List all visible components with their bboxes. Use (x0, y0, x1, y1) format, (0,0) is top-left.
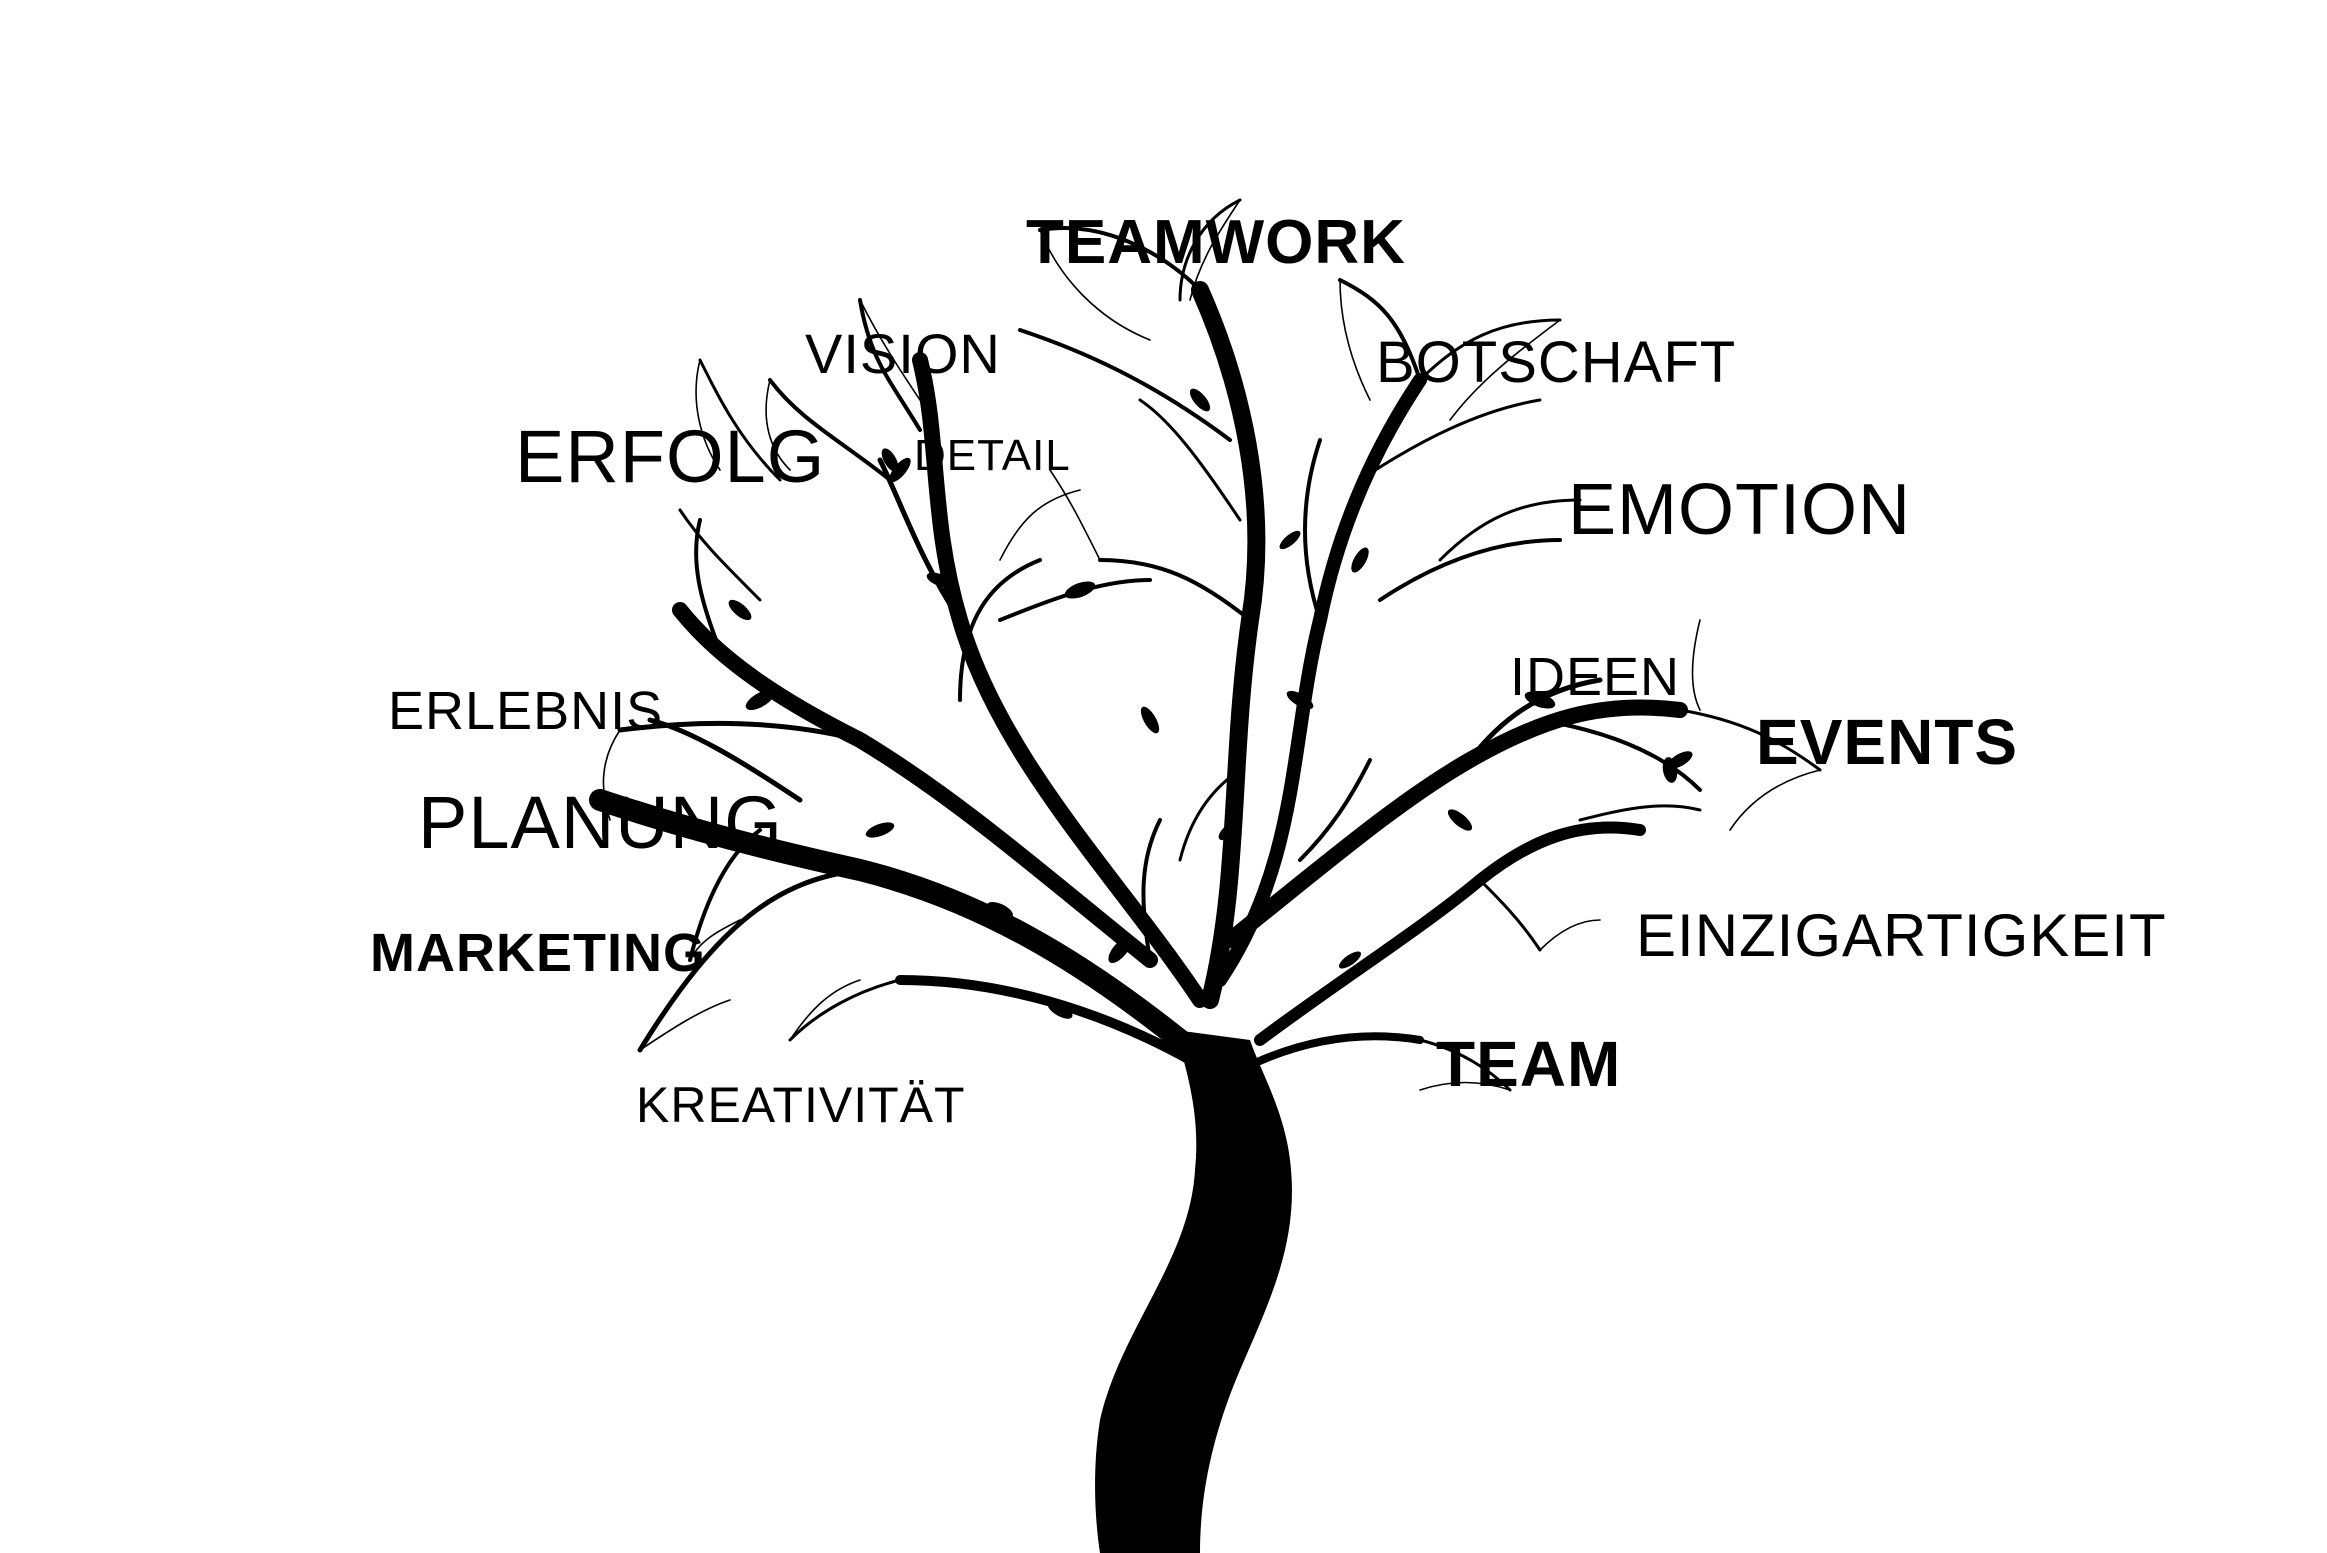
word-events: EVENTS (1756, 706, 2019, 778)
word-kreativitaet: KREATIVITÄT (636, 1077, 966, 1133)
word-erlebnis: ERLEBNIS (388, 681, 664, 741)
limb-lower-right (1236, 1032, 1424, 1074)
twig (1339, 279, 1371, 401)
leaf (1279, 530, 1301, 550)
limb-center (1191, 281, 1266, 1009)
word-einzigartigkeit: EINZIGARTIGKEIT (1636, 902, 2167, 969)
branch (1018, 328, 1232, 442)
branch (788, 978, 902, 1042)
branch (1338, 278, 1422, 382)
leaf (1047, 1001, 1073, 1019)
branch (1678, 708, 1822, 772)
branch (1138, 398, 1242, 522)
word-team: TEAM (1436, 1028, 1622, 1100)
branch (1578, 804, 1702, 822)
word-planung: PLANUNG (418, 781, 783, 864)
branch (958, 558, 1042, 702)
limb-left-low (589, 789, 1191, 1051)
twig (695, 359, 721, 471)
leaf (1338, 951, 1362, 969)
twig (1691, 619, 1701, 711)
word-botschaft: BOTSCHAFT (1376, 330, 1737, 395)
branch (1178, 768, 1242, 862)
limb-center-right (1213, 373, 1427, 987)
branch (1298, 758, 1372, 862)
twig (689, 919, 741, 961)
leaf (1447, 809, 1473, 831)
leaf (1524, 691, 1556, 709)
leaf (926, 572, 954, 588)
leaf (1351, 547, 1369, 573)
word-erfolg: ERFOLG (515, 415, 826, 498)
limb-right-mid (1222, 699, 1688, 948)
limb-right-low (1254, 821, 1646, 1046)
twig (1189, 199, 1241, 301)
leaf (728, 599, 752, 621)
twig (1419, 1081, 1511, 1091)
twig (1039, 229, 1151, 341)
limb-lower-left (895, 975, 1195, 1065)
branch (1538, 718, 1702, 792)
twig (1449, 319, 1561, 421)
leaf (1108, 936, 1132, 964)
twig (602, 729, 621, 821)
branch (637, 867, 863, 1053)
leaf (745, 689, 775, 711)
leaf (1140, 706, 1160, 734)
leaf (1189, 388, 1211, 412)
word-vision: VISION (805, 322, 1001, 385)
branch (1178, 198, 1242, 302)
branch (1478, 878, 1542, 952)
branch (1303, 438, 1322, 622)
branch (1098, 558, 1252, 622)
twig (1049, 469, 1101, 561)
branch (617, 720, 863, 743)
leaf (889, 457, 911, 483)
branch (1141, 818, 1162, 962)
branch (1418, 318, 1562, 382)
limb-left-mid (672, 602, 1158, 968)
branch (768, 378, 892, 482)
branch (1467, 677, 1603, 763)
leaf (1064, 581, 1096, 599)
leaf (865, 822, 895, 838)
leaf (881, 448, 899, 472)
branch (1378, 538, 1562, 602)
word-detail: DETAIL (914, 431, 1071, 480)
twig (1539, 919, 1601, 951)
leaf (1286, 690, 1314, 710)
trunk (1095, 1030, 1292, 1553)
twig (789, 979, 861, 1041)
branch (678, 508, 762, 602)
leaf (1218, 819, 1242, 841)
branch (877, 457, 963, 623)
twig (859, 299, 921, 401)
word-marketing: MARKETING (370, 923, 706, 983)
limb-center-left (912, 352, 1208, 1008)
branch (1418, 1038, 1512, 1092)
leaf (987, 901, 1013, 919)
leaf (1662, 757, 1678, 783)
word-ideen: IDEEN (1510, 647, 1681, 707)
branch (1358, 398, 1542, 482)
branch (1038, 226, 1202, 292)
twig (639, 999, 731, 1051)
branch (688, 828, 762, 962)
branch (858, 298, 922, 432)
twig (999, 489, 1081, 561)
branch (698, 358, 782, 482)
branch (1438, 498, 1582, 562)
twig (1729, 769, 1821, 831)
twig (765, 379, 791, 471)
word-emotion: EMOTION (1568, 470, 1911, 550)
word-teamwork: TEAMWORK (1026, 208, 1406, 277)
